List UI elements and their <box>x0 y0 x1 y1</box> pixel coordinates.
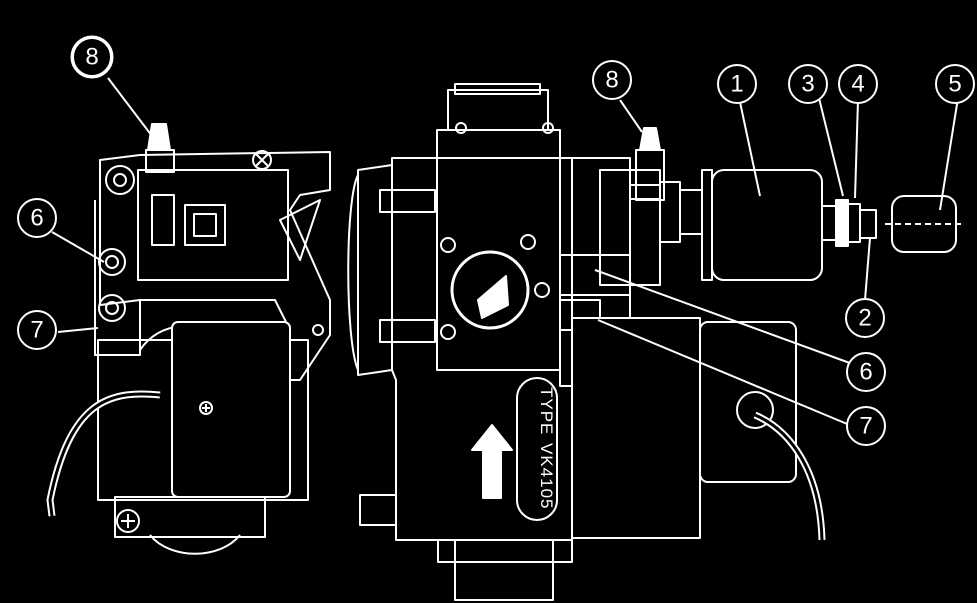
left-leader-lines <box>51 77 153 333</box>
callout-number: 3 <box>801 71 814 98</box>
callout-left-7: 7 <box>17 310 57 350</box>
callout-right-6: 6 <box>846 352 886 392</box>
left-valve-view <box>46 123 331 555</box>
callout-right-8: 8 <box>592 60 632 100</box>
callout-number: 6 <box>859 359 872 386</box>
right-valve-view <box>347 83 962 601</box>
type-label-line2: VK4105 <box>537 443 556 510</box>
callout-number: 7 <box>30 317 43 344</box>
callout-left-8: 8 <box>70 35 114 79</box>
callout-right-2: 2 <box>845 298 885 338</box>
callout-number: 5 <box>948 71 961 98</box>
callout-number: 7 <box>859 413 872 440</box>
callout-number: 1 <box>730 71 743 98</box>
callout-number: 4 <box>851 71 864 98</box>
callout-number: 8 <box>85 44 98 71</box>
callout-right-3: 3 <box>788 64 828 104</box>
right-leader-lines <box>594 93 959 427</box>
callout-right-4: 4 <box>838 64 878 104</box>
callout-number: 6 <box>30 205 43 232</box>
callout-right-1: 1 <box>717 64 757 104</box>
callout-right-7: 7 <box>846 406 886 446</box>
callout-number: 8 <box>605 67 618 94</box>
callout-right-5: 5 <box>935 64 975 104</box>
callout-number: 2 <box>858 305 871 332</box>
type-label-line1: TYPE <box>537 387 556 435</box>
callout-left-6: 6 <box>17 198 57 238</box>
valve-type-label: TYPE VK4105 <box>537 387 556 510</box>
